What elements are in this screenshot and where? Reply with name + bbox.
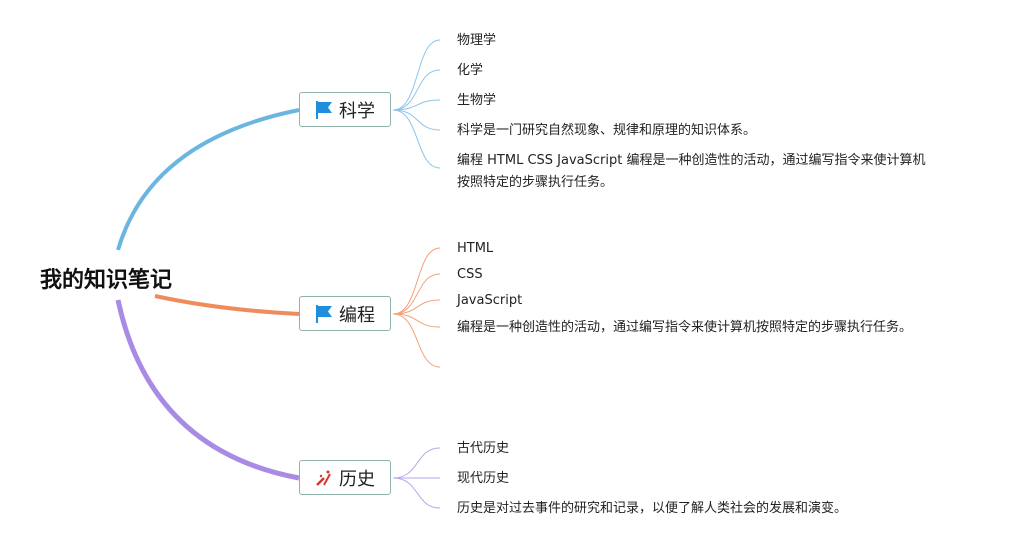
science-leaf-lines: [392, 39, 441, 169]
leaf-line: 按照特定的步骤执行任务。: [457, 175, 614, 190]
branch-line-science: [116, 108, 300, 251]
leaf-chemistry[interactable]: 化学: [457, 63, 484, 78]
branch-line-history: [115, 299, 300, 481]
topic-science[interactable]: 科学: [299, 92, 391, 127]
leaf-line: 编程 HTML CSS JavaScript 编程是一种创造性的活动，通过编写指…: [457, 153, 926, 168]
leaf-css[interactable]: CSS: [457, 267, 483, 282]
leaf-ancient-history[interactable]: 古代历史: [457, 441, 510, 456]
topic-label: 科学: [339, 100, 375, 122]
programming-leaf-lines: [392, 247, 441, 368]
leaf-history-desc[interactable]: 历史是对过去事件的研究和记录，以便了解人类社会的发展和演变。: [457, 501, 848, 516]
leaf-physics[interactable]: 物理学: [457, 33, 497, 48]
tools-icon: [316, 470, 331, 486]
topic-programming[interactable]: 编程: [299, 296, 391, 331]
leaf-science-programming-note[interactable]: 编程 HTML CSS JavaScript 编程是一种创造性的活动，通过编写指…: [457, 150, 925, 194]
topic-history[interactable]: 历史: [299, 460, 391, 495]
root-topic[interactable]: 我的知识笔记: [40, 268, 173, 293]
history-leaf-lines: [392, 447, 441, 509]
leaf-modern-history[interactable]: 现代历史: [457, 471, 510, 486]
topic-label: 编程: [339, 304, 375, 326]
leaf-science-desc[interactable]: 科学是一门研究自然现象、规律和原理的知识体系。: [457, 123, 757, 138]
topic-label: 历史: [339, 468, 375, 490]
leaf-html[interactable]: HTML: [457, 241, 494, 256]
flag-icon: [316, 304, 332, 323]
leaf-programming-desc[interactable]: 编程是一种创造性的活动，通过编写指令来使计算机按照特定的步骤执行任务。: [457, 320, 913, 335]
branch-line-programming: [154, 294, 300, 316]
flag-icon: [316, 100, 332, 119]
leaf-biology[interactable]: 生物学: [457, 93, 497, 108]
leaf-javascript[interactable]: JavaScript: [457, 293, 523, 308]
